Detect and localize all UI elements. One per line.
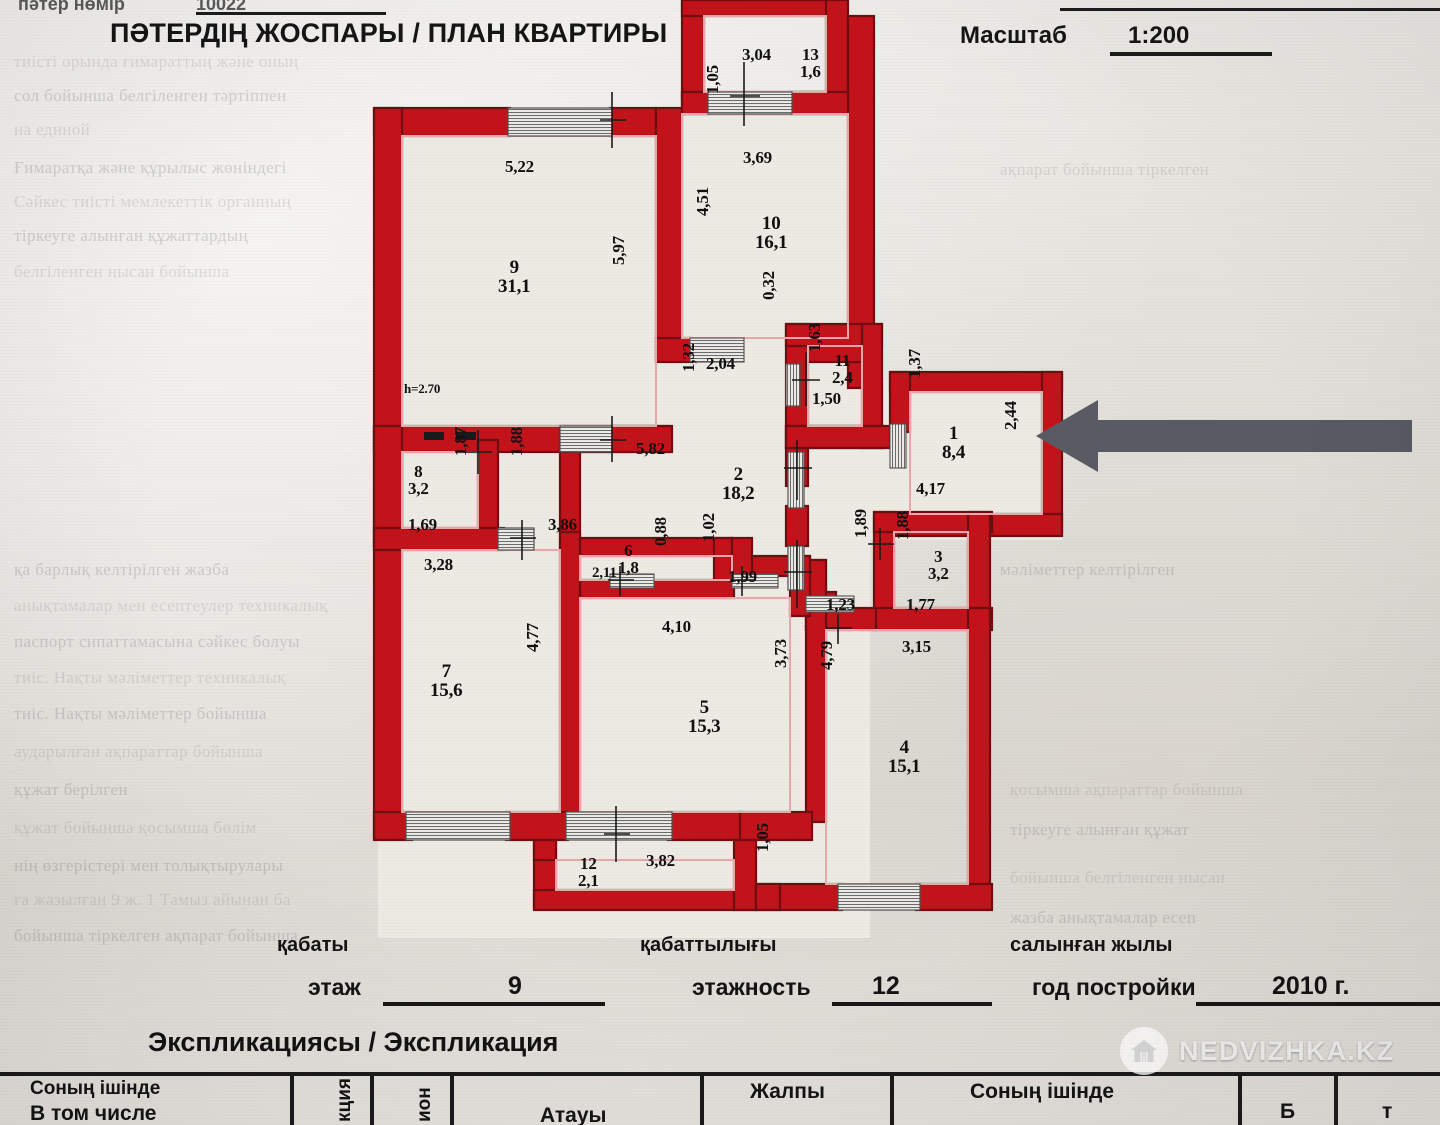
room-3-label: 3 3,2 <box>928 547 949 584</box>
explication-title: Экспликациясы / Экспликация <box>148 1027 559 1057</box>
dim-4-79: 4,79 <box>817 641 836 670</box>
scale-underline <box>1110 52 1272 56</box>
floors-total-underline <box>832 1002 992 1006</box>
room-13-label: 13 1,6 <box>800 45 821 82</box>
room-9-label: 9 31,1 <box>498 257 531 298</box>
explication-col-3-label: Атауы <box>540 1104 607 1125</box>
dim-5-82: 5,82 <box>636 439 665 458</box>
scale-label: Масштаб <box>960 22 1067 49</box>
built-year-label-kz: салынған жылы <box>1010 934 1173 956</box>
explication-col-5-label: Соның ішінде <box>970 1080 1114 1103</box>
room-5-label: 5 15,3 <box>688 697 721 738</box>
dim-3-04: 3,04 <box>742 45 771 64</box>
dim-0-32: 0,32 <box>759 271 778 300</box>
room-6-label: 6 1,8 <box>618 541 639 578</box>
dim-1-77: 1,77 <box>906 595 935 614</box>
floor-value: 9 <box>508 972 522 1000</box>
dim-1-99: 1,99 <box>728 567 757 586</box>
room-2-label: 2 18,2 <box>722 464 755 505</box>
built-year-label-ru: год постройки <box>1032 974 1196 1000</box>
explication-col-0: Соның ішінде В том числе <box>0 1076 290 1125</box>
dim-2-04: 2,04 <box>706 354 735 373</box>
dim-0-88: 0,88 <box>651 517 670 546</box>
dim-5-97: 5,97 <box>609 236 628 265</box>
explication-col-1-label: кция <box>334 1078 355 1122</box>
dim-3-82: 3,82 <box>646 851 675 870</box>
explication-top-border <box>0 1072 1440 1076</box>
explication-col-0-ru: В том числе <box>30 1102 157 1125</box>
explication-col-7-label: т <box>1382 1100 1393 1123</box>
room-10-label: 10 16,1 <box>755 213 788 254</box>
dim-1-37: 1,37 <box>905 349 924 378</box>
room-8-label: 8 3,2 <box>408 462 429 499</box>
floors-total-value: 12 <box>872 972 900 1000</box>
dim-3-28: 3,28 <box>424 555 453 574</box>
dim-1-89: 1,89 <box>851 509 870 538</box>
room-4-label: 4 15,1 <box>888 737 921 778</box>
dim-4-51: 4,51 <box>693 187 712 216</box>
dim-1-88-left: 1,88 <box>507 427 526 456</box>
dim-4-17: 4,17 <box>916 479 945 498</box>
dim-4-77: 4,77 <box>523 623 542 652</box>
explication-col-4: Жалпы <box>700 1076 890 1125</box>
room-1-label: 1 8,4 <box>942 423 966 464</box>
dim-4-10: 4,10 <box>662 617 691 636</box>
window-openings <box>405 91 921 911</box>
dim-1-02: 1,02 <box>699 513 718 542</box>
explication-col-7: т <box>1334 1076 1440 1125</box>
header-cut-label: пәтер нөмір <box>18 0 125 14</box>
house-icon-glyph <box>1131 1040 1157 1062</box>
explication-col-1: кция <box>290 1076 370 1125</box>
dim-3-73: 3,73 <box>771 639 790 668</box>
explication-col-4-label: Жалпы <box>750 1080 825 1103</box>
annotation-arrow-shape <box>1036 400 1412 472</box>
dim-2-44: 2,44 <box>1001 401 1020 430</box>
dim-1-88-right: 1,88 <box>893 511 912 540</box>
header-underline <box>196 12 386 15</box>
dim-1-87: 1,87 <box>451 427 470 456</box>
dim-1-05-bottom: 1,05 <box>753 823 772 852</box>
dim-5-22: 5,22 <box>505 157 534 176</box>
watermark: NEDVIZHKA.KZ <box>1120 1027 1394 1075</box>
floors-total-label-kz: қабаттылығы <box>640 934 777 956</box>
room-12-label: 12 2,1 <box>578 854 599 891</box>
house-icon <box>1120 1027 1168 1075</box>
explication-col-5: Соның ішінде <box>890 1076 1238 1125</box>
dim-1-50: 1,50 <box>812 389 841 408</box>
dim-3-69: 3,69 <box>743 148 772 167</box>
header-top-rule <box>1060 8 1440 11</box>
dim-3-15: 3,15 <box>902 637 931 656</box>
room-7-label: 7 15,6 <box>430 661 463 702</box>
explication-col-2: ион <box>370 1076 450 1125</box>
dimension-ticks <box>466 62 894 862</box>
built-year-underline <box>1196 1002 1440 1006</box>
cut-off-header-row: пәтер нөмір 10022 <box>0 0 1440 16</box>
dim-3-86: 3,86 <box>548 515 577 534</box>
floor-label-kz: қабаты <box>277 934 349 956</box>
dim-1-32: 1,32 <box>679 343 698 372</box>
explication-col-2-label: ион <box>414 1087 435 1122</box>
scale-value: 1:200 <box>1128 22 1190 49</box>
explication-col-6: Б <box>1238 1076 1334 1125</box>
dim-1-63: 1,63 <box>805 323 824 352</box>
dim-1-05-top: 1,05 <box>703 65 722 94</box>
page-title: ПӘТЕРДІҢ ЖОСПАРЫ / ПЛАН КВАРТИРЫ <box>110 18 668 48</box>
watermark-text: NEDVIZHKA.KZ <box>1179 1035 1395 1066</box>
floor-label-ru: этаж <box>308 974 361 1000</box>
header-cut-value: 10022 <box>196 0 247 14</box>
floor-underline <box>383 1002 605 1006</box>
explication-col-3: Атауы <box>450 1076 700 1125</box>
explication-col-0-kz: Соның ішінде <box>30 1078 161 1099</box>
ceiling-height-note: h=2.70 <box>404 381 441 396</box>
dim-1-69: 1,69 <box>408 515 437 534</box>
room-11-label: 11 2,4 <box>832 351 853 388</box>
dim-2-11: 2,11 <box>592 565 617 581</box>
explication-col-6-label: Б <box>1280 1100 1296 1123</box>
built-year-value: 2010 г. <box>1272 972 1350 1000</box>
explication-table: Соның ішінде В том числе кция ион Атауы … <box>0 1076 1440 1125</box>
floors-total-label-ru: этажность <box>692 974 811 1000</box>
dim-1-23: 1,23 <box>826 595 855 614</box>
